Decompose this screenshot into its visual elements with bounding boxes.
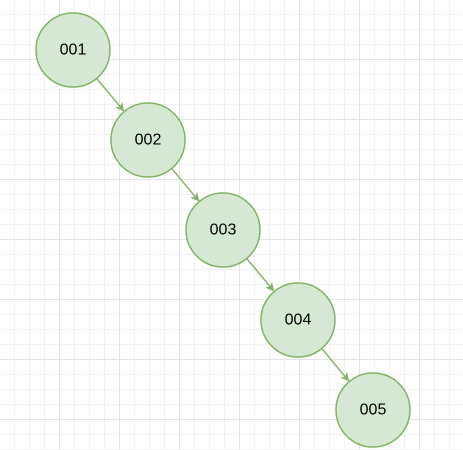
node-label: 001 (60, 42, 87, 59)
node-circle (110, 102, 186, 178)
tree-node-003[interactable]: 003 (185, 192, 261, 268)
node-label: 005 (360, 402, 387, 419)
node-circle (185, 192, 261, 268)
edge-n1-n2[interactable] (96, 77, 125, 112)
node-label: 003 (210, 222, 237, 239)
node-circle (260, 282, 336, 358)
edge-n2-n3[interactable] (171, 167, 200, 202)
nodes-layer: 001 002 003 004 005 (35, 12, 411, 448)
tree-node-004[interactable]: 004 (260, 282, 336, 358)
tree-node-005[interactable]: 005 (335, 372, 411, 448)
node-label: 002 (135, 132, 162, 149)
edge-n4-n5[interactable] (321, 347, 350, 382)
tree-node-002[interactable]: 002 (110, 102, 186, 178)
node-circle (35, 12, 111, 88)
edge-n3-n4[interactable] (246, 257, 275, 292)
edges-layer (96, 77, 350, 382)
tree-node-001[interactable]: 001 (35, 12, 111, 88)
node-circle (335, 372, 411, 448)
node-label: 004 (285, 312, 312, 329)
